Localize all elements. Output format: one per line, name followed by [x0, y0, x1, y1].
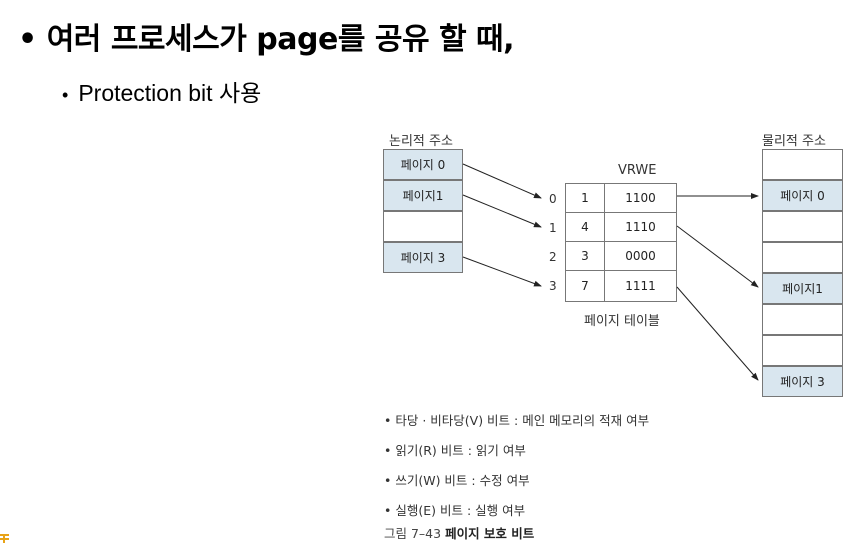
- physical-frame-4: 페이지1: [762, 273, 843, 304]
- caption-prefix: 그림 7–43: [384, 526, 446, 541]
- note-read-bit: • 읽기(R) 비트 : 읽기 여부: [384, 443, 526, 458]
- logical-page-3: 페이지 3: [383, 242, 463, 273]
- table-frame-1: 4: [565, 212, 605, 242]
- logical-page-2: [383, 211, 463, 242]
- physical-frame-6: [762, 335, 843, 366]
- heading-bullet: •: [18, 22, 37, 57]
- logical-page-0: 페이지 0: [383, 149, 463, 180]
- arrow-entry1-to-frame4: [676, 225, 759, 288]
- table-index-3: 3: [549, 279, 557, 293]
- table-bits-3: 1111: [604, 270, 677, 302]
- note-valid-bit: • 타당 · 비타당(V) 비트 : 메인 메모리의 적재 여부: [384, 413, 650, 428]
- arrow-logical0-to-entry0: [462, 163, 542, 199]
- table-index-0: 0: [549, 192, 557, 206]
- sub-heading-text: Protection bit 사용: [78, 80, 262, 106]
- logical-page-1: 페이지1: [383, 180, 463, 211]
- main-heading: • 여러 프로세스가 page를 공유 할 때,: [18, 14, 515, 58]
- figure-caption: 그림 7–43 페이지 보호 비트: [384, 523, 534, 542]
- physical-frame-3: [762, 242, 843, 273]
- vrwe-label: VRWE: [618, 163, 657, 178]
- table-frame-0: 1: [565, 183, 605, 213]
- note-execute-bit: • 실행(E) 비트 : 실행 여부: [384, 503, 526, 518]
- physical-frame-1: 페이지 0: [762, 180, 843, 211]
- arrow-entry3-to-frame7: [676, 286, 759, 381]
- caption-title: 페이지 보호 비트: [445, 526, 535, 541]
- table-bits-1: 1110: [604, 212, 677, 242]
- physical-frame-7: 페이지 3: [762, 366, 843, 397]
- heading-title: 여러 프로세스가 page를 공유 할 때,: [46, 22, 515, 57]
- table-frame-3: 7: [565, 270, 605, 302]
- physical-address-label: 물리적 주소: [762, 134, 826, 149]
- physical-frame-2: [762, 211, 843, 242]
- physical-frame-0: [762, 149, 843, 180]
- logical-address-label: 논리적 주소: [389, 134, 453, 149]
- bit-notes: • 타당 · 비타당(V) 비트 : 메인 메모리의 적재 여부 • 읽기(R)…: [384, 410, 649, 530]
- page-table-label: 페이지 테이블: [584, 314, 660, 329]
- arrow-logical3-to-entry3: [462, 256, 542, 287]
- physical-frame-5: [762, 304, 843, 335]
- table-index-1: 1: [549, 221, 557, 235]
- sub-heading: • Protection bit 사용: [62, 74, 261, 108]
- arrow-logical1-to-entry1: [462, 194, 542, 228]
- note-write-bit: • 쓰기(W) 비트 : 수정 여부: [384, 473, 530, 488]
- table-index-2: 2: [549, 250, 557, 264]
- sub-heading-bullet: •: [62, 85, 69, 105]
- corner-logo-icon: [0, 534, 9, 543]
